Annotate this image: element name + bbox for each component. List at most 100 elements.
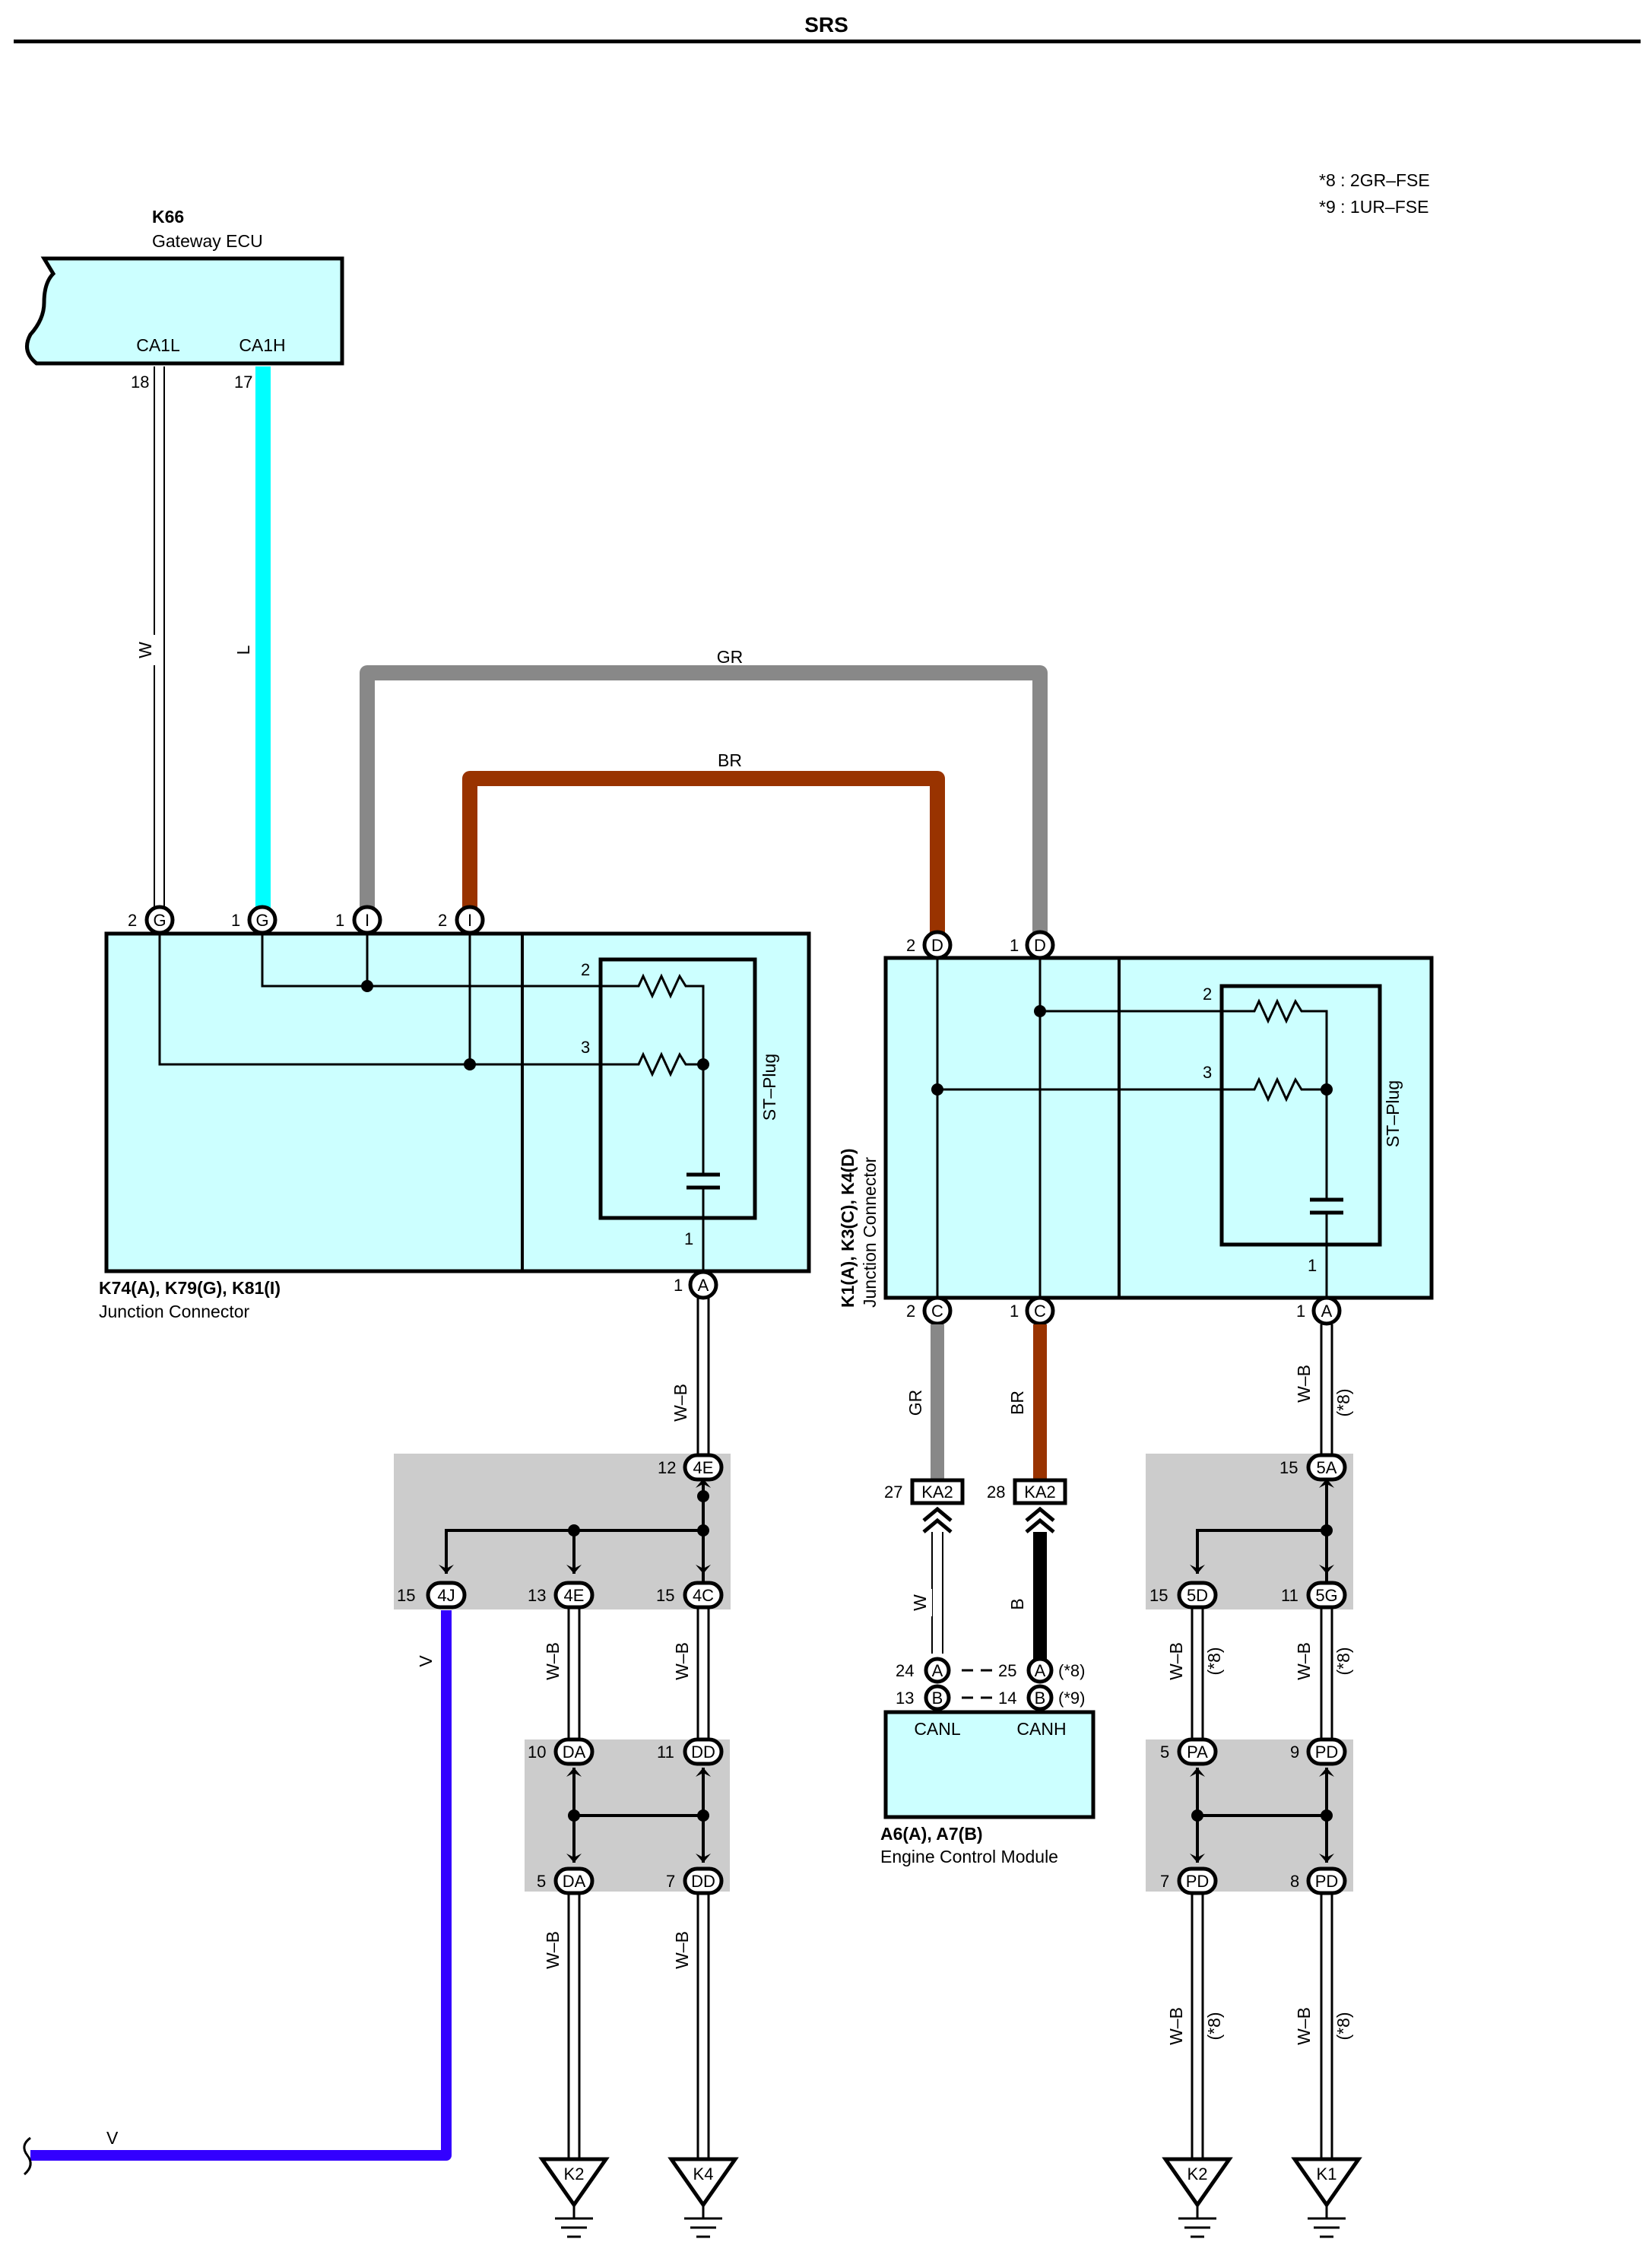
jcl-conn-i-2: I: [468, 911, 472, 930]
wire-label-l: L: [233, 645, 253, 655]
jcl-code: K74(A), K79(G), K81(I): [99, 1278, 281, 1298]
gateway-pin-ca1l: CA1L: [136, 335, 180, 355]
wire-label-wb-r4: W–B: [1166, 2007, 1186, 2045]
wire-label-v-2: V: [106, 2128, 119, 2148]
ecm-conn-a-2: A: [1035, 1661, 1046, 1680]
gateway-pin-18: 18: [131, 373, 149, 392]
jcl-conn-g-1: G: [153, 911, 166, 930]
splice-dots-right: [1191, 1524, 1333, 1822]
conn-5d: 5D: [1187, 1586, 1208, 1605]
jcr-cap-pin-1: 1: [1308, 1256, 1317, 1275]
jcr-pin-c1: 1: [1010, 1302, 1019, 1321]
ecm-pin-25: 25: [998, 1661, 1016, 1680]
conn-pin-15b: 15: [656, 1586, 674, 1605]
ecm-conn-a-1: A: [932, 1661, 943, 1680]
wire-label-w: W: [135, 642, 155, 658]
connectors-right: 5A 15 5D 15 5G 11 PA 5 PD 9 PD 7 PD 8: [1149, 1453, 1347, 1895]
wire-label-s8-r1: (*8): [1333, 1388, 1353, 1416]
ecm-pin-canh: CANH: [1016, 1719, 1066, 1739]
conn-da-top: DA: [563, 1743, 586, 1762]
ground-label-2: K4: [693, 2164, 714, 2183]
ecm-suffix-8: (*8): [1058, 1661, 1085, 1680]
jcr-code: K1(A), K3(C), K4(D): [838, 1148, 858, 1308]
conn-pin-11b: 11: [1281, 1586, 1298, 1605]
jcr-conn-a: A: [1321, 1302, 1333, 1321]
jcl-out-pin-1: 1: [674, 1276, 683, 1295]
notes: *8 : 2GR–FSE *9 : 1UR–FSE: [1319, 170, 1430, 217]
jcl-conn-g-2: G: [255, 911, 268, 930]
junction-connector-right: 2 3 1 ST–Plug D 2 D 1 C 2 C 1 A 1 K1(A),…: [838, 930, 1434, 1326]
ecm-pin-13: 13: [896, 1689, 914, 1708]
connectors-left: 4E 12 4J 15 4E 13 4C 15 DA 10 DD 11 DA 5…: [397, 1453, 724, 1895]
wire-label-wb-1: W–B: [671, 1384, 690, 1422]
wire-l-gateway: L: [233, 366, 271, 918]
ecm-conn-b-2: B: [1035, 1689, 1046, 1708]
wire-label-wb-r5: W–B: [1294, 2007, 1314, 2045]
conn-pin-11: 11: [657, 1743, 674, 1762]
conn-pd-top: PD: [1315, 1743, 1339, 1762]
jcl-pin-i2: 2: [438, 911, 447, 930]
wire-label-gr: GR: [717, 647, 744, 667]
jcl-pin-i1: 1: [335, 911, 344, 930]
conn-pin-5b: 5: [1160, 1743, 1169, 1762]
ecm-pin-canl: CANL: [914, 1719, 961, 1739]
ground-k1: K1: [1291, 2157, 1362, 2238]
ecm-suffix-9: (*9): [1058, 1689, 1085, 1708]
wire-label-b: B: [1007, 1598, 1027, 1609]
jcl-cap-pin-1: 1: [684, 1229, 693, 1248]
jcl-conn-a: A: [698, 1276, 709, 1295]
conn-4e-b: 4E: [564, 1586, 585, 1605]
gateway-ecu: K66 Gateway ECU CA1L CA1H 18 17: [25, 207, 344, 392]
conn-pa: PA: [1187, 1743, 1208, 1762]
ecm-wiring: GR BR KA2 27 KA2 28 W B A B A B 24 13 25…: [880, 1324, 1096, 1866]
wire-label-gr-2: GR: [905, 1390, 925, 1416]
note-8: *8 : 2GR–FSE: [1319, 170, 1430, 190]
conn-ka2-right: KA2: [1024, 1483, 1056, 1502]
gateway-name: Gateway ECU: [152, 231, 263, 251]
wire-label-wb-4: W–B: [543, 1931, 563, 1969]
wire-label-br-2: BR: [1007, 1391, 1027, 1415]
jcr-name: Junction Connector: [860, 1156, 880, 1308]
jcr-pin-a1: 1: [1296, 1302, 1305, 1321]
ground-label-1: K2: [564, 2164, 585, 2183]
wire-label-s8-r5: (*8): [1333, 2012, 1353, 2040]
ground-k2-right: K2: [1162, 2157, 1233, 2238]
conn-pin-13: 13: [528, 1586, 546, 1605]
junction-connector-left: 2 3 1 ST–Plug G 2 G 1 I 1 I 2 A 1 K74(A): [99, 905, 811, 1321]
wire-label-wb-5: W–B: [672, 1931, 692, 1969]
conn-pin-9: 9: [1290, 1743, 1299, 1762]
wire-label-w-2: W: [910, 1594, 930, 1611]
wire-label-s8-r4: (*8): [1204, 2012, 1224, 2040]
conn-pin-15a: 15: [397, 1586, 415, 1605]
conn-pd-bottom-2: PD: [1315, 1872, 1339, 1891]
conn-da-bottom: DA: [563, 1872, 586, 1891]
conn-pin-5: 5: [537, 1872, 546, 1891]
wb-wires-right: [1191, 1324, 1333, 2159]
conn-dd-bottom: DD: [691, 1872, 715, 1891]
ground-label-4: K1: [1317, 2164, 1337, 2183]
jcl-name: Junction Connector: [99, 1302, 250, 1321]
ground-symbols: K2 K4 K2 K1: [538, 2157, 1362, 2238]
jcr-pin-d2: 2: [906, 936, 915, 955]
wire-label-wb-r2: W–B: [1166, 1642, 1186, 1680]
jcr-pin-d1: 1: [1010, 936, 1019, 955]
conn-pin-15c: 15: [1279, 1458, 1298, 1477]
wb-wires-left: [567, 1298, 710, 2159]
conn-4e-top: 4E: [693, 1458, 714, 1477]
jcl-pin-g1: 1: [231, 911, 240, 930]
ecm-conn-b-1: B: [932, 1689, 943, 1708]
wire-label-wb-r1: W–B: [1294, 1365, 1314, 1403]
wire-label-s8-r2: (*8): [1204, 1647, 1224, 1675]
ground-k2-left: K2: [538, 2157, 610, 2238]
conn-5a: 5A: [1317, 1458, 1337, 1477]
conn-ka2-left: KA2: [921, 1483, 953, 1502]
gateway-code: K66: [152, 207, 184, 227]
ecm-pin-14: 14: [998, 1689, 1016, 1708]
wire-label-s8-r3: (*8): [1333, 1647, 1353, 1675]
jcr-conn-c-2: C: [1034, 1302, 1046, 1321]
jcr-st-plug: ST–Plug: [1383, 1080, 1403, 1147]
jcr-conn-d-1: D: [931, 936, 943, 955]
conn-5g: 5G: [1315, 1586, 1337, 1605]
conn-dd-top: DD: [691, 1743, 715, 1762]
conn-pin-12: 12: [658, 1458, 676, 1477]
